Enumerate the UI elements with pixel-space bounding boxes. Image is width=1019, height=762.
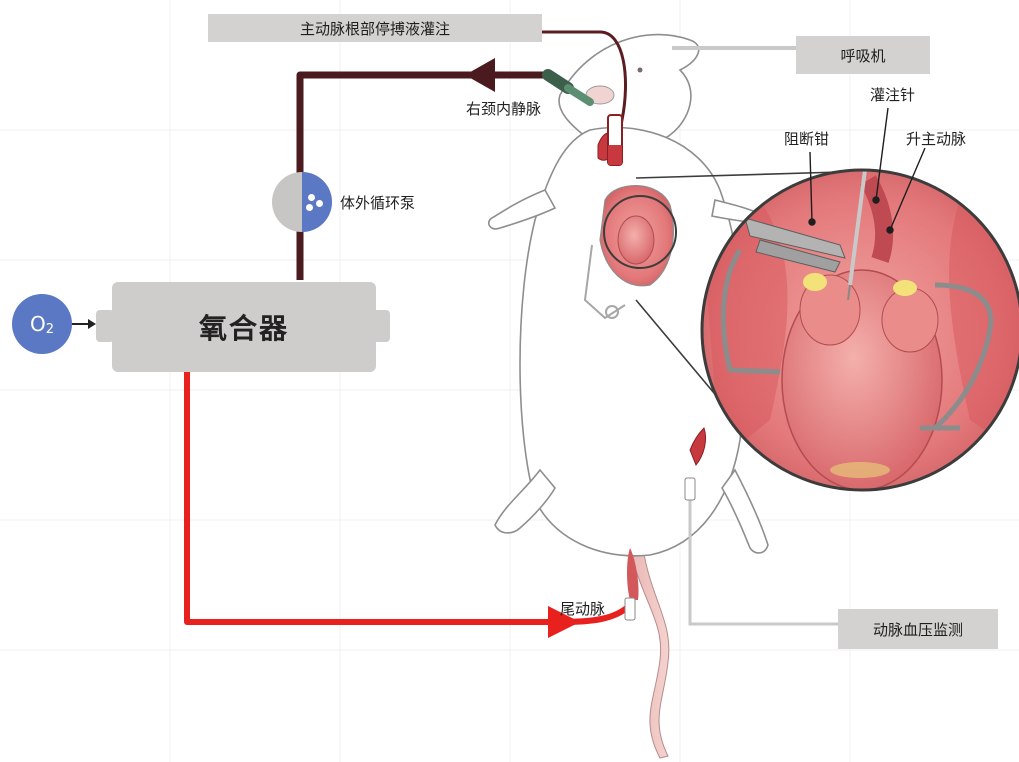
aortic-root-perfusion-text: 主动脉根部停搏液灌注 [300,18,450,39]
magnified-view [700,170,1019,490]
right-jugular-vein-label: 右颈内静脉 [466,98,541,119]
clamp-label: 阻断钳 [784,128,829,149]
ascending-aorta-label: 升主动脉 [906,128,966,149]
ventilator-text: 呼吸机 [840,45,885,66]
ventilator-label: 呼吸机 [796,36,930,74]
tail-artery-label: 尾动脉 [560,598,605,619]
perfusion-needle-label: 灌注针 [870,84,915,105]
oxygenator-text: 氧合器 [199,307,289,347]
o2-symbol: O [30,312,46,336]
o2-subscript: 2 [46,322,54,337]
aortic-root-perfusion-label: 主动脉根部停搏液灌注 [208,14,542,42]
arterial-bp-monitor-label: 动脉血压监测 [838,609,998,649]
venous-arrow [465,58,495,92]
tail-cannula [625,598,635,620]
syringe-blood [608,145,622,165]
o2-arrow-head [88,319,96,329]
oxygenator-box: 氧合器 [112,282,376,372]
arterial-bp-monitor-text: 动脉血压监测 [873,619,963,640]
bp-cannula [685,478,695,500]
ecc-pump-label: 体外循环泵 [340,192,415,213]
ecc-pump-icon [272,172,332,232]
